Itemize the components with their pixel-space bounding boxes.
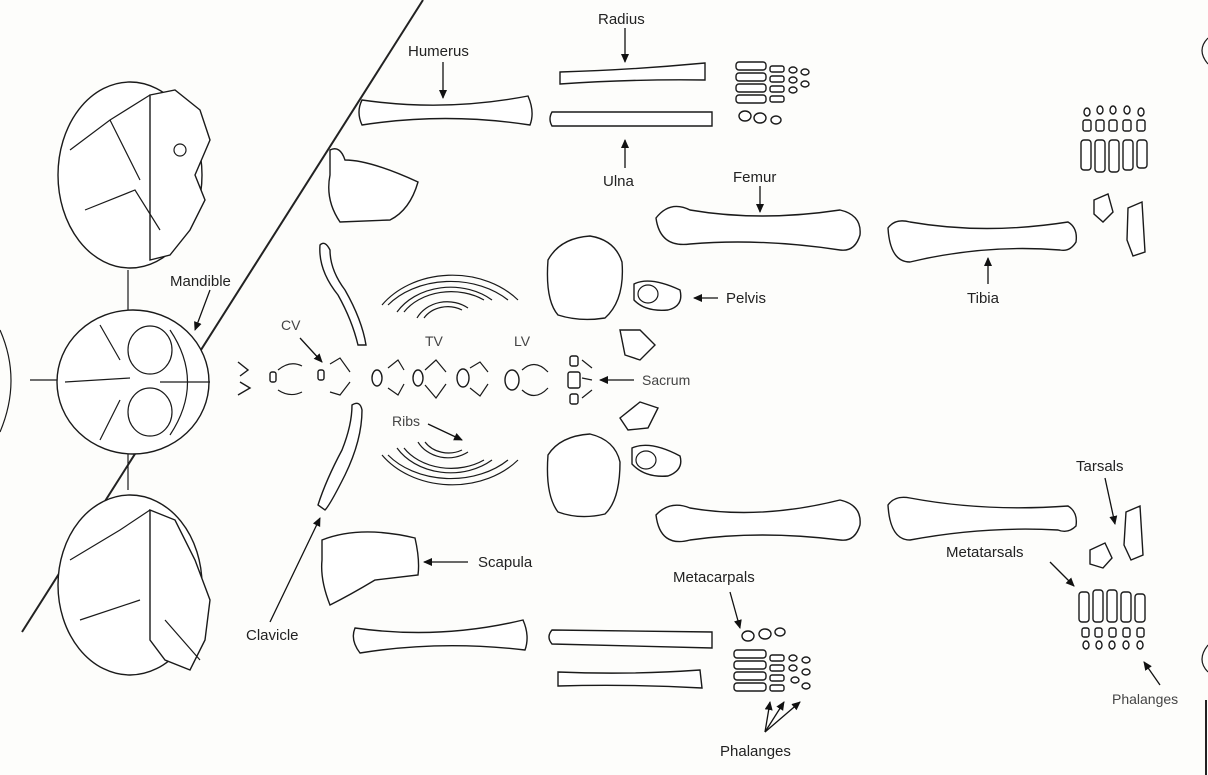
- label-tibia: Tibia: [967, 291, 999, 306]
- skull-lateral-top: [58, 82, 210, 268]
- foot-bottom: [1079, 506, 1145, 649]
- ischium-top: [620, 330, 655, 360]
- skull-lateral-bottom: [58, 495, 210, 675]
- femur-bottom: [656, 500, 860, 542]
- foot-top: [1081, 106, 1147, 256]
- clavicle-bottom: [318, 403, 362, 510]
- label-radius: Radius: [598, 12, 645, 27]
- label-metatarsals: Metatarsals: [946, 545, 1024, 560]
- page-edge-mark-top: [1202, 38, 1208, 64]
- label-scapula: Scapula: [478, 555, 532, 570]
- radius-top: [560, 63, 705, 84]
- ilium-bottom: [547, 434, 620, 517]
- left-arc: [0, 330, 11, 432]
- ulna-top: [550, 112, 712, 126]
- ribs-bottom: [382, 442, 518, 485]
- page-edge-mark-bottom: [1202, 645, 1208, 672]
- humerus-top: [359, 96, 532, 125]
- femur-top: [656, 206, 860, 250]
- ilium-top: [547, 236, 622, 319]
- label-clavicle: Clavicle: [246, 628, 299, 643]
- label-phalanges-foot: Phalanges: [1112, 692, 1178, 706]
- label-lv: LV: [514, 334, 530, 348]
- ulna-bottom: [549, 630, 712, 648]
- hand-top: [736, 62, 809, 124]
- label-tv: TV: [425, 334, 443, 348]
- scapula-bottom: [322, 532, 419, 605]
- label-pelvis: Pelvis: [726, 291, 766, 306]
- label-cv: CV: [281, 318, 300, 332]
- ribs-top: [382, 275, 518, 318]
- label-metacarpals: Metacarpals: [673, 570, 755, 585]
- label-tarsals: Tarsals: [1076, 459, 1124, 474]
- label-ulna: Ulna: [603, 174, 634, 189]
- label-phalanges-hand: Phalanges: [720, 744, 791, 759]
- humerus-bottom: [353, 620, 527, 653]
- label-ribs: Ribs: [392, 414, 420, 428]
- label-femur: Femur: [733, 170, 776, 185]
- tibia-bottom: [888, 497, 1076, 540]
- label-humerus: Humerus: [408, 44, 469, 59]
- label-sacrum: Sacrum: [642, 373, 690, 387]
- vertebrae-row: [238, 356, 592, 404]
- label-mandible: Mandible: [170, 274, 231, 289]
- radius-bottom: [558, 670, 702, 688]
- skull-frontal: [57, 310, 210, 454]
- ischium-bottom: [620, 402, 658, 430]
- tibia-top: [888, 221, 1076, 262]
- clavicle-top: [320, 243, 366, 345]
- hand-bottom: [734, 628, 810, 691]
- scapula-top: [329, 149, 418, 222]
